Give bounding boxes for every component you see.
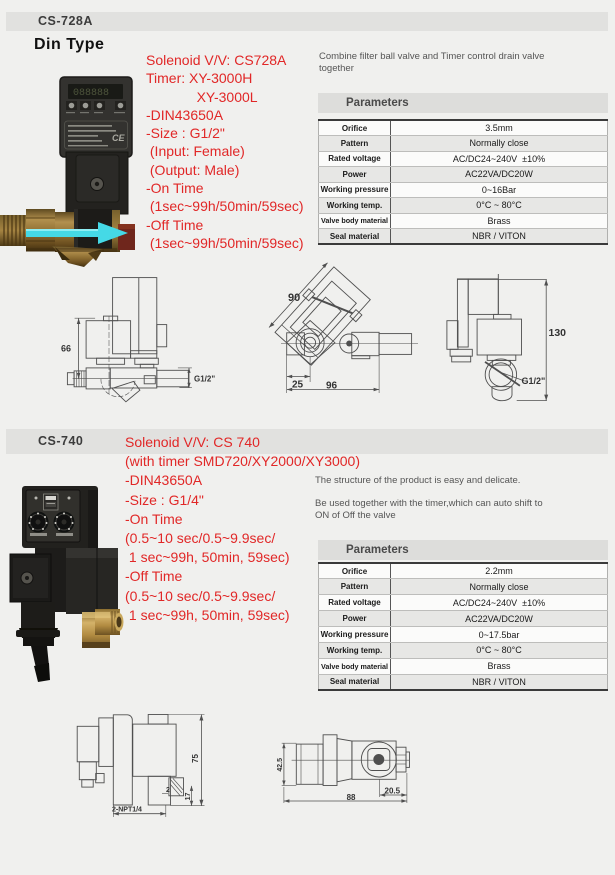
svg-text:088888: 088888 <box>73 88 109 99</box>
svg-text:CE: CE <box>112 133 125 143</box>
svg-text:88: 88 <box>347 793 356 802</box>
svg-text:2: 2 <box>166 787 170 794</box>
svg-text:25: 25 <box>292 380 304 391</box>
svg-text:42.5: 42.5 <box>277 758 284 772</box>
svg-text:96: 96 <box>326 381 338 392</box>
svg-text:G1/2": G1/2" <box>522 376 546 386</box>
svg-text:G1/2": G1/2" <box>194 375 215 384</box>
svg-text:90: 90 <box>288 292 300 304</box>
svg-text:2-NPT1/4: 2-NPT1/4 <box>112 807 142 814</box>
svg-text:20.5: 20.5 <box>385 786 401 795</box>
svg-text:17: 17 <box>185 793 192 801</box>
svg-text:75: 75 <box>191 754 200 763</box>
svg-text:66: 66 <box>61 344 71 354</box>
svg-text:130: 130 <box>549 327 567 339</box>
